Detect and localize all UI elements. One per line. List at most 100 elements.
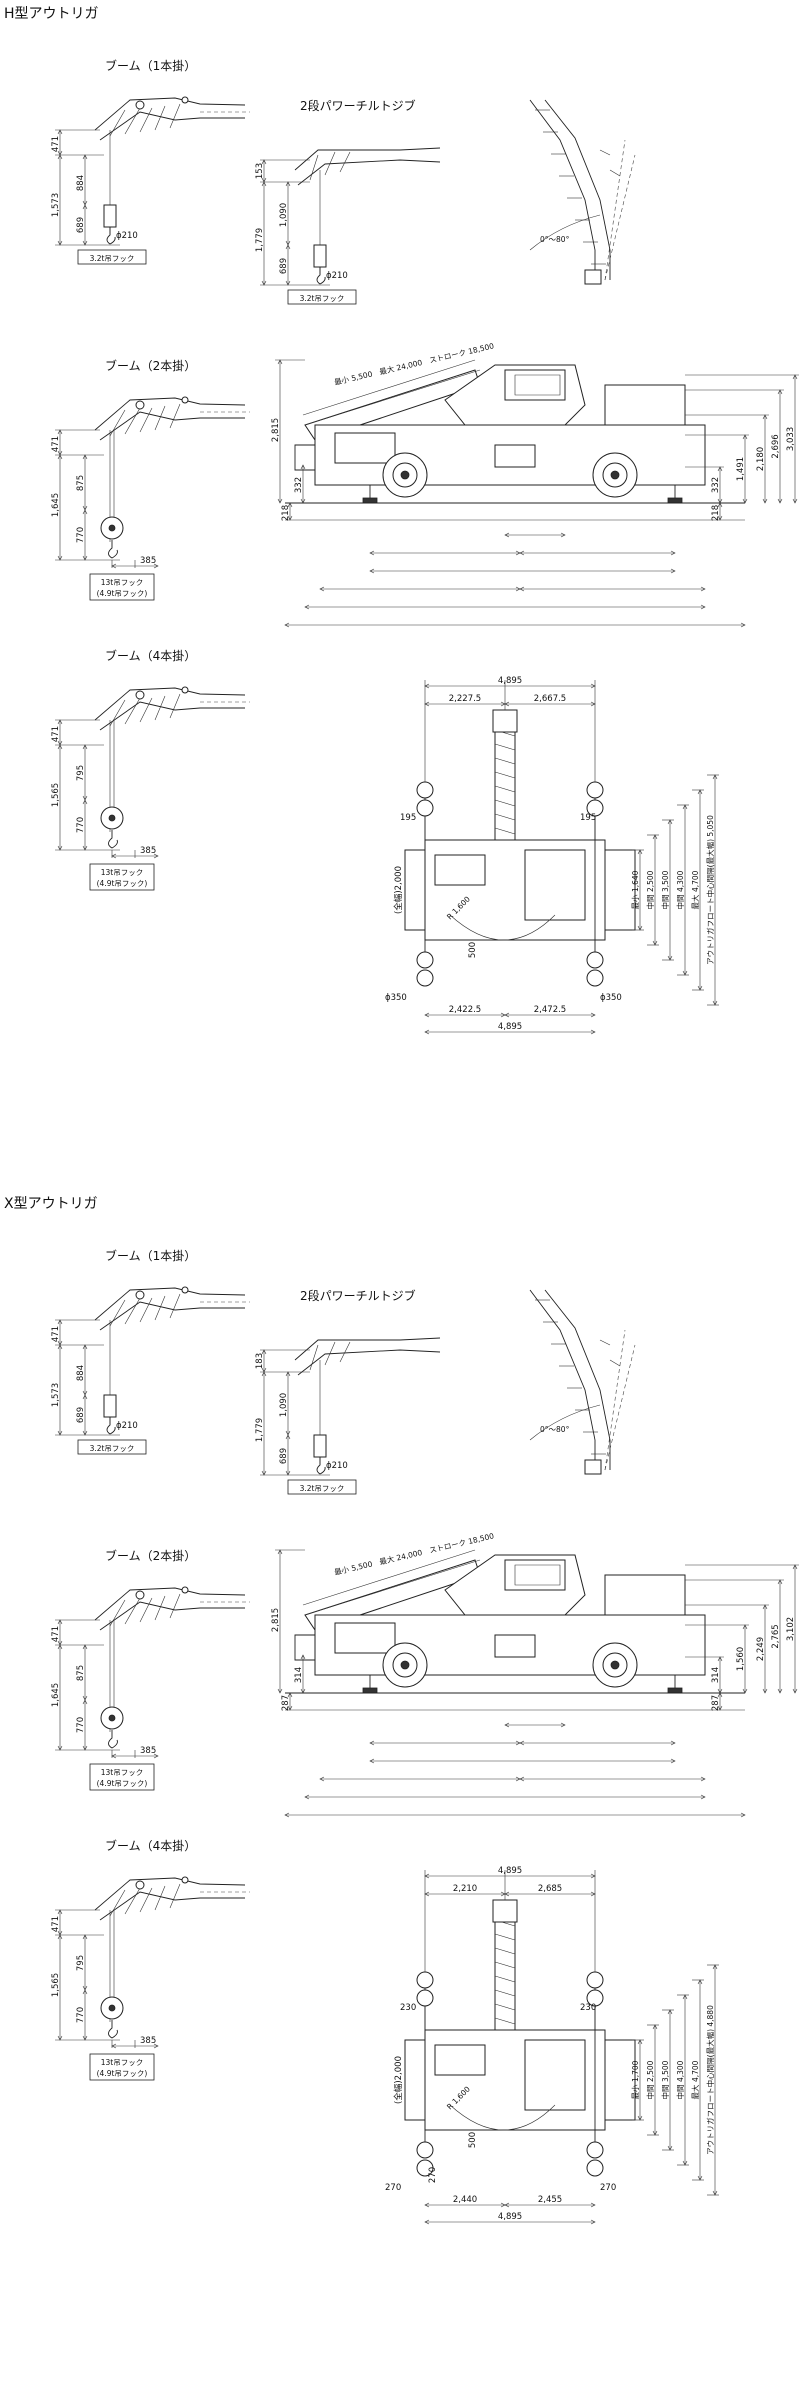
dim-label: 332 [711, 477, 721, 493]
hook-label: 13t吊フック [101, 2058, 143, 2067]
hook-pin [108, 2004, 116, 2012]
lattice [494, 1989, 516, 1997]
dim-label: 1,491 [736, 457, 746, 481]
dim-label: 1,573 [51, 193, 61, 217]
arrow [670, 568, 676, 574]
boom-head [94, 397, 246, 431]
tilt-jib: 0°～80° [529, 1289, 636, 1475]
arrow [300, 1688, 306, 1694]
arrow [285, 1470, 291, 1476]
arrow [82, 1934, 88, 1940]
boom-head [99, 1601, 245, 1631]
tilt-jib: 0°～80° [529, 99, 636, 285]
hook-block [103, 204, 117, 228]
cab-window [514, 374, 561, 396]
hook-diameter: ϕ210 [116, 1421, 138, 1431]
jib-head [294, 1337, 441, 1361]
arrow [300, 498, 306, 504]
arrow [762, 414, 768, 420]
arrow [277, 498, 283, 504]
sheave-icon [181, 686, 189, 694]
arrow [57, 2035, 63, 2041]
jib-axis [604, 1329, 626, 1471]
dim-label: 1,090 [279, 1393, 289, 1417]
dim-label: 770 [76, 2007, 86, 2023]
detail-title: ブーム（4本掛） [105, 1838, 196, 1853]
arrow [504, 1012, 510, 1018]
hook-block [313, 244, 327, 268]
sheave-icon [135, 1290, 145, 1300]
width-dim-label: 中間 2,500 [645, 870, 655, 909]
dim-label: 4,895 [498, 1022, 522, 1032]
arrow [82, 845, 88, 851]
dim-label: 2,667.5 [534, 694, 566, 704]
arrow [700, 1794, 706, 1800]
detail-title: ブーム（4本掛） [105, 648, 196, 663]
dim-label: 4,895 [498, 1866, 522, 1876]
arrow [590, 701, 596, 707]
lattice [309, 1341, 351, 1371]
lattice [599, 149, 621, 177]
arrow [304, 1794, 310, 1800]
power-tilt-jib: 2段パワーチルトジブ1531,7791,090689ϕ2103.2t吊フック0°… [255, 98, 636, 305]
arrow [304, 604, 310, 610]
arrow [82, 1989, 88, 1995]
dim-label: 2,685 [538, 1884, 562, 1894]
arrow [261, 280, 267, 286]
arrow [519, 1740, 525, 1746]
jib-head [294, 147, 441, 171]
dim-label: 471 [51, 726, 61, 742]
boom-head [99, 111, 245, 141]
arrow [777, 1579, 783, 1585]
hook-diameter: ϕ210 [116, 231, 138, 241]
lattice [109, 103, 181, 137]
sheave-icon [181, 1586, 189, 1594]
arrow [369, 1740, 375, 1746]
detail-title: ブーム（1本掛） [105, 1248, 196, 1263]
hook-icon [106, 1417, 116, 1435]
outrigger-pad [362, 497, 378, 504]
cab-window [514, 1564, 561, 1586]
arrow [742, 1688, 748, 1694]
dim-label: 500 [468, 2132, 478, 2148]
arrow [424, 1891, 430, 1897]
pad-label: 230 [400, 2003, 416, 2013]
dim-label: 332 [294, 477, 304, 493]
arrow [82, 1394, 88, 1400]
arrow [504, 532, 510, 538]
dim-label: 1,645 [51, 1683, 61, 1707]
dim-label: 1,090 [279, 203, 289, 227]
dim-label: 2,765 [771, 1624, 781, 1648]
arrow [560, 1722, 566, 1728]
arrow [792, 1688, 798, 1694]
jib-lattice [529, 1289, 596, 1470]
arrow [777, 498, 783, 504]
boom-head [94, 97, 246, 131]
arrow [424, 2202, 430, 2208]
arrow [504, 2202, 510, 2208]
dim-label: 385 [140, 556, 156, 566]
hook-label-box [89, 1763, 155, 1791]
dim-label: 287 [281, 1695, 291, 1711]
arrow [57, 1745, 63, 1751]
arrow [57, 1619, 63, 1625]
width-dim-label: 中間 2,500 [645, 2060, 655, 2099]
hook-icon [108, 830, 118, 849]
arrow [285, 244, 291, 250]
arrow [762, 498, 768, 504]
detail-title: ブーム（2本掛） [105, 358, 196, 373]
tilt-angle: 0°～80° [540, 235, 570, 244]
dim-label: 1,565 [51, 783, 61, 807]
dim-label: 875 [76, 475, 86, 491]
arrow [287, 1705, 293, 1711]
arrow [424, 683, 430, 689]
lattice [494, 1933, 516, 1941]
dim-label: 689 [279, 258, 289, 274]
arrow [82, 1699, 88, 1705]
hook-diameter: ϕ210 [326, 271, 348, 281]
arrow [277, 359, 283, 365]
arrow [277, 1549, 283, 1555]
arrow [285, 181, 291, 187]
arrow [287, 502, 293, 508]
